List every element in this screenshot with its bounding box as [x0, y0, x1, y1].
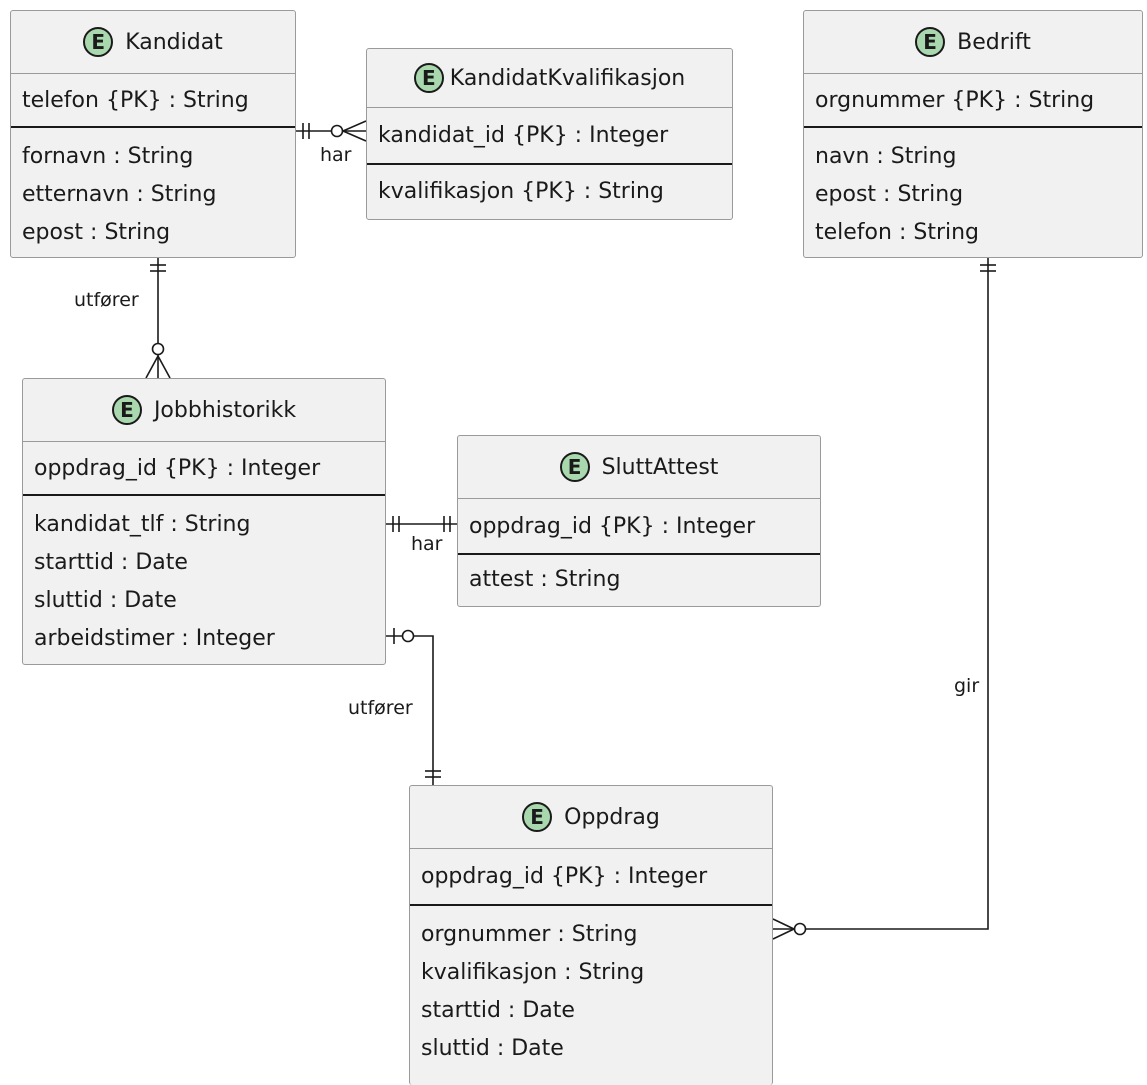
relation-kandidat-kvalifikasjon — [296, 120, 367, 142]
entity-name: SluttAttest — [601, 454, 719, 480]
relation-label-har-kvalifikasjon: har — [320, 144, 352, 166]
attribute-list: orgnummer : String kvalifikasjon : Strin… — [410, 906, 772, 1078]
attribute-list: attest : String — [458, 555, 820, 606]
entity-badge-icon: E — [111, 395, 142, 425]
primary-key: oppdrag_id {PK} : Integer — [410, 849, 772, 906]
entity-oppdrag[interactable]: E Oppdrag oppdrag_id {PK} : Integer orgn… — [409, 785, 773, 1085]
entity-name: Bedrift — [957, 29, 1031, 55]
entity-badge-icon: E — [522, 802, 553, 832]
entity-sluttattest[interactable]: E SluttAttest oppdrag_id {PK} : Integer … — [457, 435, 821, 607]
entity-kandidat[interactable]: E Kandidat telefon {PK} : String fornavn… — [10, 10, 296, 258]
entity-header: E Kandidat — [11, 11, 295, 74]
attribute: sluttid : Date — [34, 588, 177, 613]
entity-header: E Jobbhistorikk — [23, 379, 385, 442]
attribute: sluttid : Date — [421, 1036, 564, 1061]
entity-header: E Oppdrag — [410, 786, 772, 849]
attribute: attest : String — [469, 567, 621, 592]
primary-key: oppdrag_id {PK} : Integer — [23, 442, 385, 496]
entity-name: Jobbhistorikk — [153, 397, 297, 423]
relation-label-gir: gir — [954, 675, 980, 697]
relation-label-utforer-oppdrag: utfører — [348, 697, 413, 719]
attribute: fornavn : String — [22, 144, 194, 169]
attribute: starttid : Date — [421, 998, 575, 1023]
entity-badge-icon: E — [559, 452, 590, 482]
attribute-list: kvalifikasjon {PK} : String — [367, 165, 732, 219]
attribute: kvalifikasjon : String — [421, 960, 645, 985]
attribute: arbeidstimer : Integer — [34, 626, 275, 651]
entity-header: E Bedrift — [804, 11, 1142, 74]
primary-key: telefon {PK} : String — [11, 74, 295, 128]
entity-bedrift[interactable]: E Bedrift orgnummer {PK} : String navn :… — [803, 10, 1143, 258]
attribute: etternavn : String — [22, 182, 217, 207]
entity-header: E SluttAttest — [458, 436, 820, 499]
entity-name: Oppdrag — [564, 804, 660, 830]
entity-name: KandidatKvalifikasjon — [449, 65, 686, 91]
primary-key: oppdrag_id {PK} : Integer — [458, 499, 820, 555]
entity-kandidat-kvalifikasjon[interactable]: E KandidatKvalifikasjon kandidat_id {PK}… — [366, 48, 733, 220]
relation-kandidat-jobbhistorikk — [145, 258, 171, 379]
attribute: kandidat_tlf : String — [34, 512, 251, 537]
entity-jobbhistorikk[interactable]: E Jobbhistorikk oppdrag_id {PK} : Intege… — [22, 378, 386, 665]
attribute-list: navn : String epost : String telefon : S… — [804, 128, 1142, 257]
entity-name: Kandidat — [125, 29, 223, 55]
attribute: navn : String — [815, 144, 957, 169]
entity-header: E KandidatKvalifikasjon — [367, 49, 732, 108]
attribute-list: fornavn : String etternavn : String epos… — [11, 128, 295, 257]
entity-badge-icon: E — [413, 63, 444, 93]
relation-label-har-sluttattest: har — [411, 533, 443, 555]
entity-badge-icon: E — [915, 27, 946, 57]
relation-jobbhistorikk-sluttattest — [386, 516, 457, 532]
attribute: telefon : String — [815, 220, 980, 245]
attribute: epost : String — [22, 220, 171, 245]
attribute: kvalifikasjon {PK} : String — [378, 179, 664, 204]
attribute-list: kandidat_tlf : String starttid : Date sl… — [23, 496, 385, 664]
attribute: orgnummer : String — [421, 922, 638, 947]
entity-badge-icon: E — [83, 27, 114, 57]
attribute: starttid : Date — [34, 550, 188, 575]
relation-label-utforer-jobbhistorikk: utfører — [74, 289, 139, 311]
primary-key: kandidat_id {PK} : Integer — [367, 108, 732, 165]
primary-key: orgnummer {PK} : String — [804, 74, 1142, 128]
attribute: epost : String — [815, 182, 964, 207]
